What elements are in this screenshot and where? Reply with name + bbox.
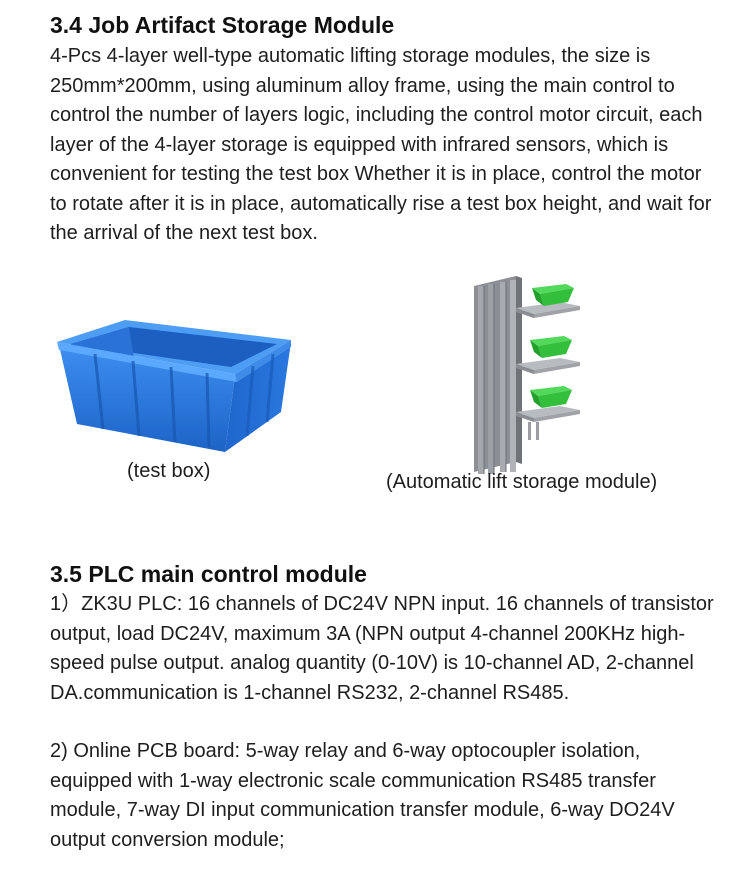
section-job-artifact-storage: 3.4 Job Artifact Storage Module 4-Pcs 4-…	[50, 10, 720, 249]
storage-module-image	[474, 276, 580, 474]
test-box-image	[57, 320, 291, 452]
section-plc-main-control: 3.5 PLC main control module 1）ZK3U PLC: …	[50, 559, 720, 855]
plc-item-2: 2) Online PCB board: 5-way relay and 6-w…	[50, 740, 675, 851]
test-box-caption: (test box)	[127, 460, 211, 482]
section-heading: 3.4 Job Artifact Storage Module	[50, 12, 395, 38]
section-paragraph: 4-Pcs 4-layer well-type automatic liftin…	[50, 45, 712, 244]
storage-module-caption: (Automatic lift storage module)	[386, 471, 658, 493]
plc-item-1: 1）ZK3U PLC: 16 channels of DC24V NPN inp…	[50, 593, 714, 704]
section-heading: 3.5 PLC main control module	[50, 561, 367, 587]
